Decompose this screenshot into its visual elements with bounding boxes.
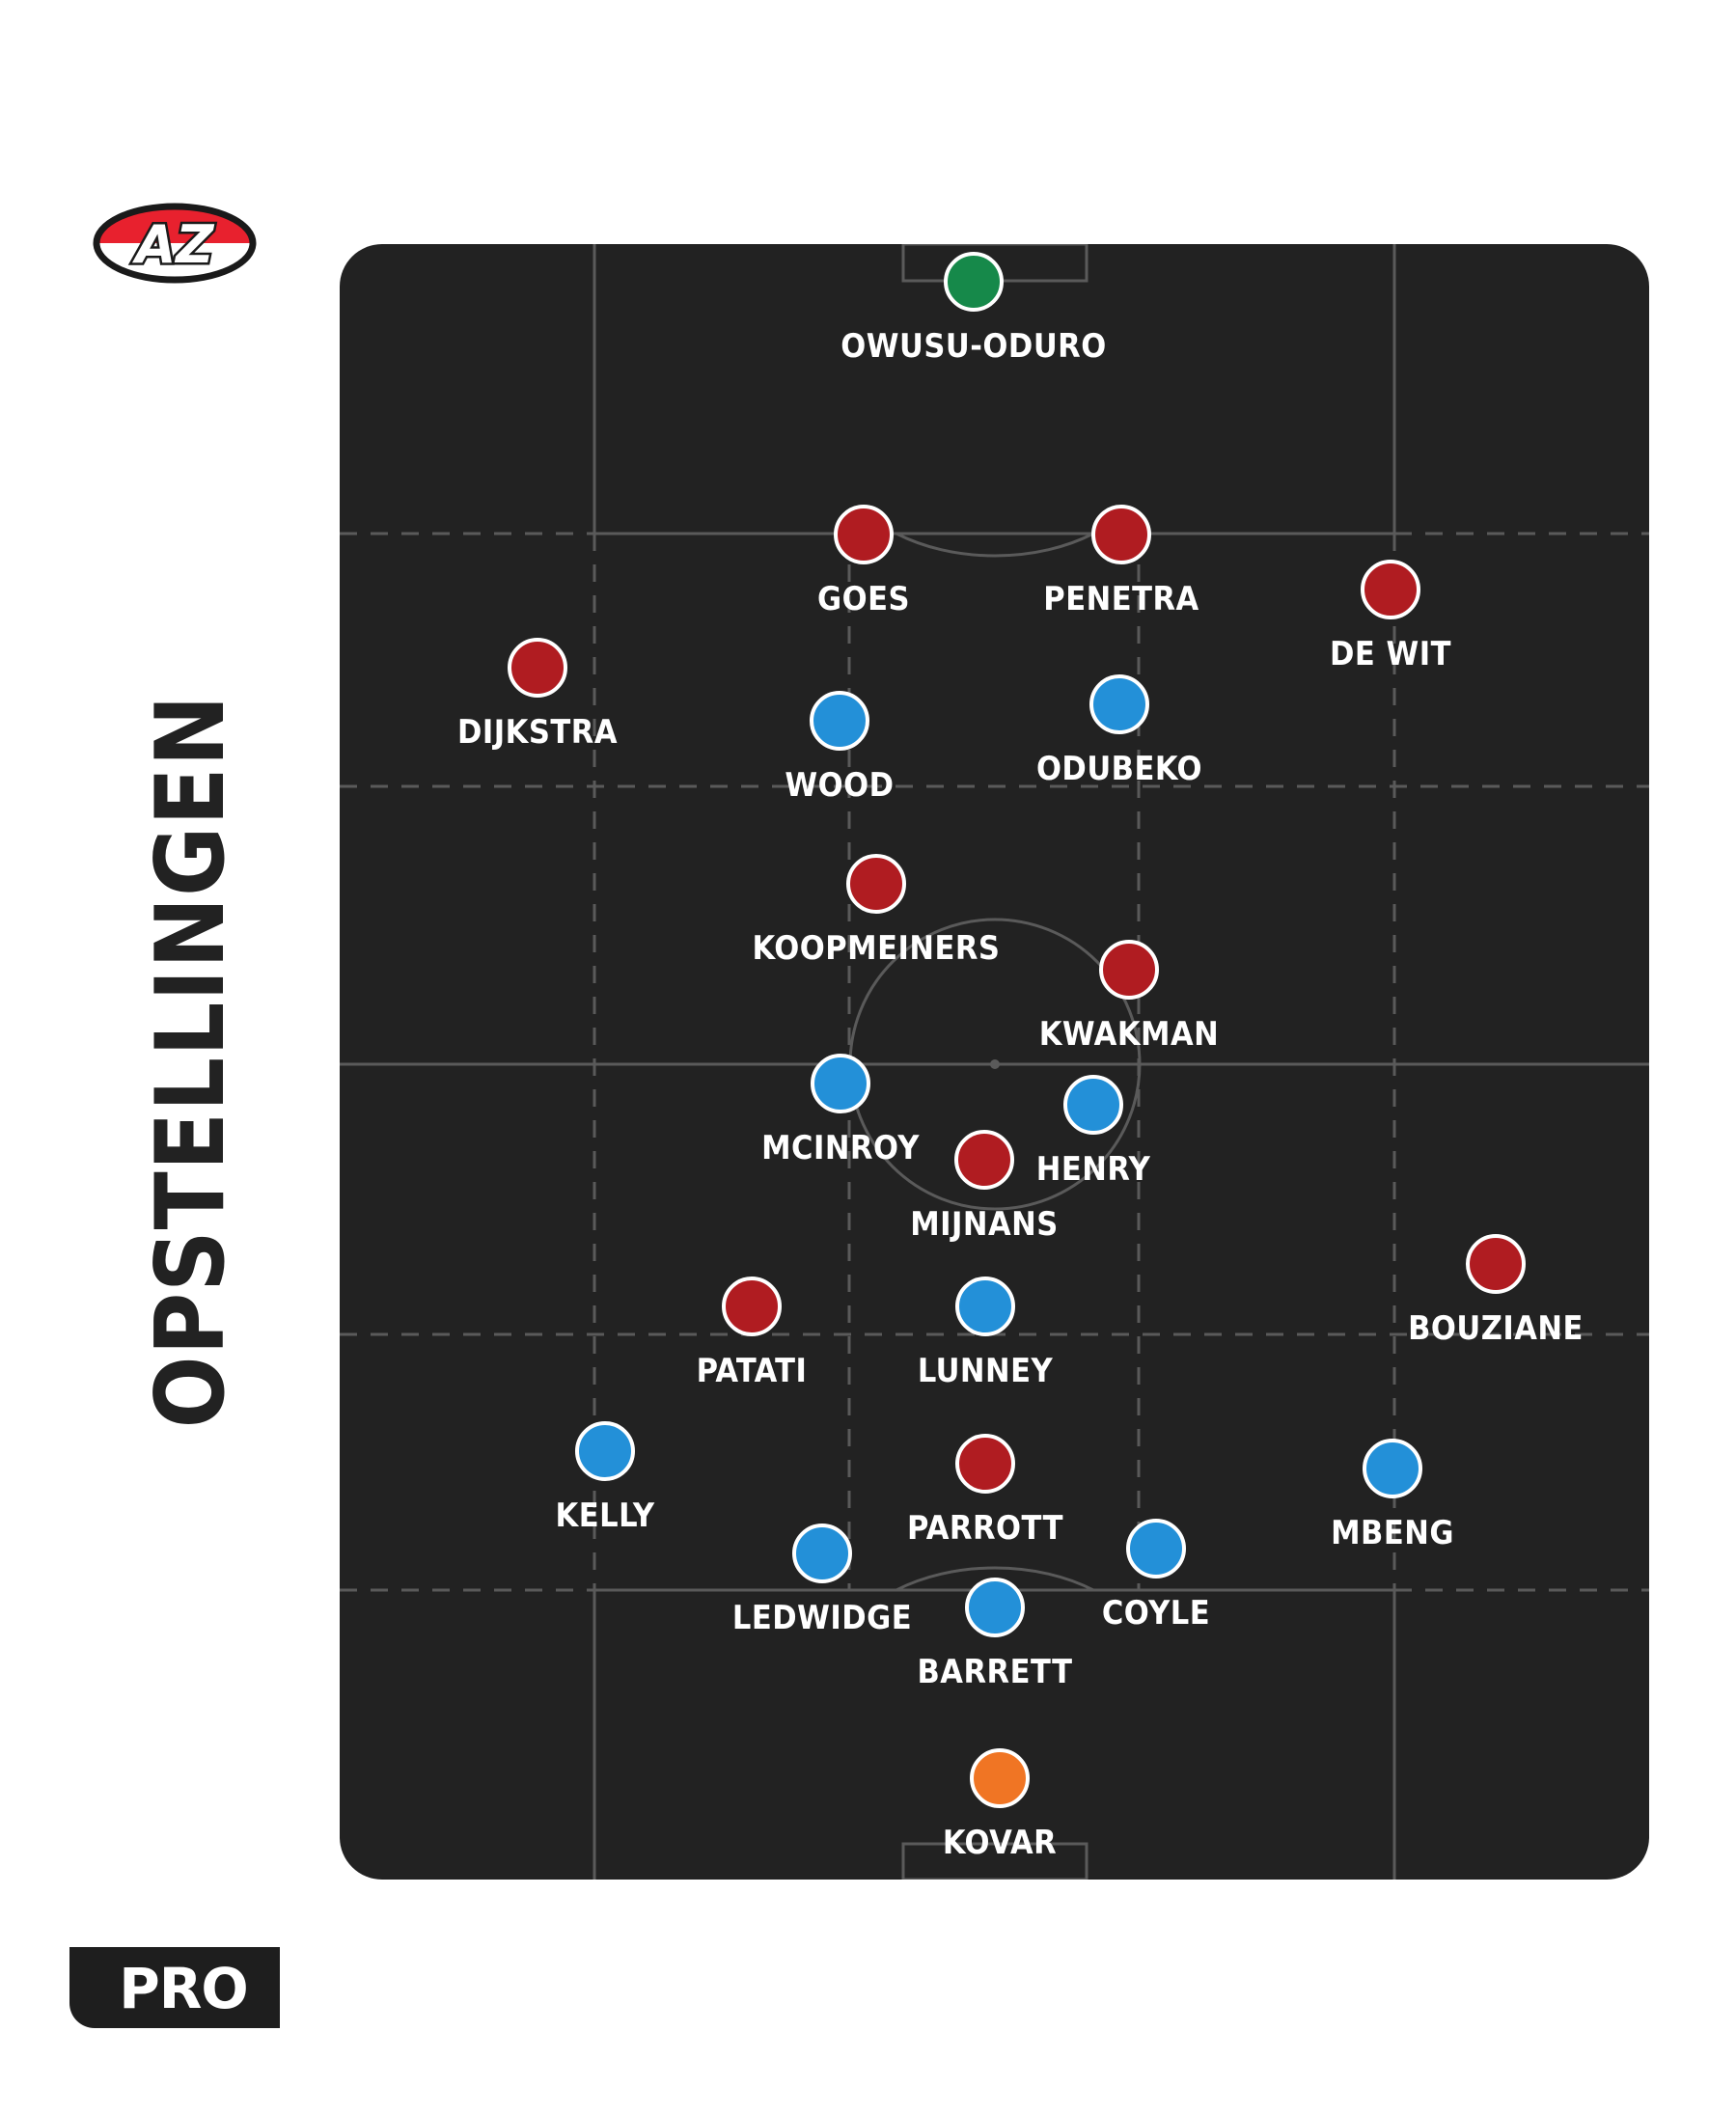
player-marker-blue [1089, 674, 1149, 734]
player-marker-blue [792, 1524, 852, 1583]
player-name: KELLY [555, 1496, 655, 1535]
player-name: MBENG [1331, 1514, 1454, 1552]
player-name: MCINROY [761, 1129, 920, 1167]
player-name: KOOPMEINERS [752, 929, 1001, 968]
player-name: WOOD [785, 766, 895, 805]
player-name: ODUBEKO [1035, 750, 1203, 788]
player-name: BOUZIANE [1408, 1309, 1584, 1348]
pro-badge: PRO [69, 1947, 280, 2028]
player-name: KWAKMAN [1038, 1015, 1220, 1054]
player-name: KOVAR [942, 1824, 1058, 1862]
pitch-markings [340, 244, 1649, 1880]
player-name: HENRY [1035, 1150, 1151, 1189]
player-name: MIJNANS [910, 1205, 1059, 1244]
player-name: LUNNEY [917, 1352, 1054, 1390]
player-name: PENETRA [1043, 580, 1199, 618]
pitch: OWUSU-ODURO GOES PENETRA DE WIT DIJKSTRA… [340, 244, 1649, 1880]
club-logo-text: AZ [132, 214, 215, 275]
player-name: COYLE [1101, 1594, 1211, 1633]
player-name: PATATI [696, 1352, 808, 1390]
player-marker-red [1099, 940, 1159, 1000]
player-name: BARRETT [917, 1653, 1073, 1691]
player-name: PARROTT [906, 1509, 1064, 1548]
player-name: LEDWIDGE [731, 1599, 913, 1637]
player-name: DIJKSTRA [457, 713, 618, 752]
player-name: GOES [816, 580, 911, 618]
player-marker-blue [575, 1421, 635, 1481]
player-name: DE WIT [1330, 635, 1451, 673]
player-marker-blue [1126, 1519, 1186, 1579]
player-marker-red [846, 854, 906, 914]
player-marker-red [1361, 560, 1420, 619]
player-marker-red [954, 1130, 1014, 1190]
player-marker-keeper-green [944, 252, 1004, 312]
player-marker-blue [810, 691, 869, 751]
player-marker-red [1466, 1234, 1526, 1294]
player-name: OWUSU-ODURO [840, 327, 1107, 366]
player-marker-keeper-orange [970, 1748, 1030, 1808]
player-marker-red [1091, 505, 1151, 564]
player-marker-red [508, 638, 567, 698]
page-title: OPSTELLINGEN [136, 694, 246, 1429]
player-marker-red [955, 1434, 1015, 1494]
player-marker-blue [811, 1054, 870, 1113]
player-marker-red [722, 1277, 782, 1336]
player-marker-blue [1363, 1439, 1422, 1498]
player-marker-blue [1063, 1075, 1123, 1135]
player-marker-blue [955, 1277, 1015, 1336]
pro-badge-label: PRO [119, 1956, 247, 2021]
club-logo: AZ [93, 203, 257, 284]
player-marker-blue [965, 1578, 1025, 1637]
player-marker-red [834, 505, 894, 564]
